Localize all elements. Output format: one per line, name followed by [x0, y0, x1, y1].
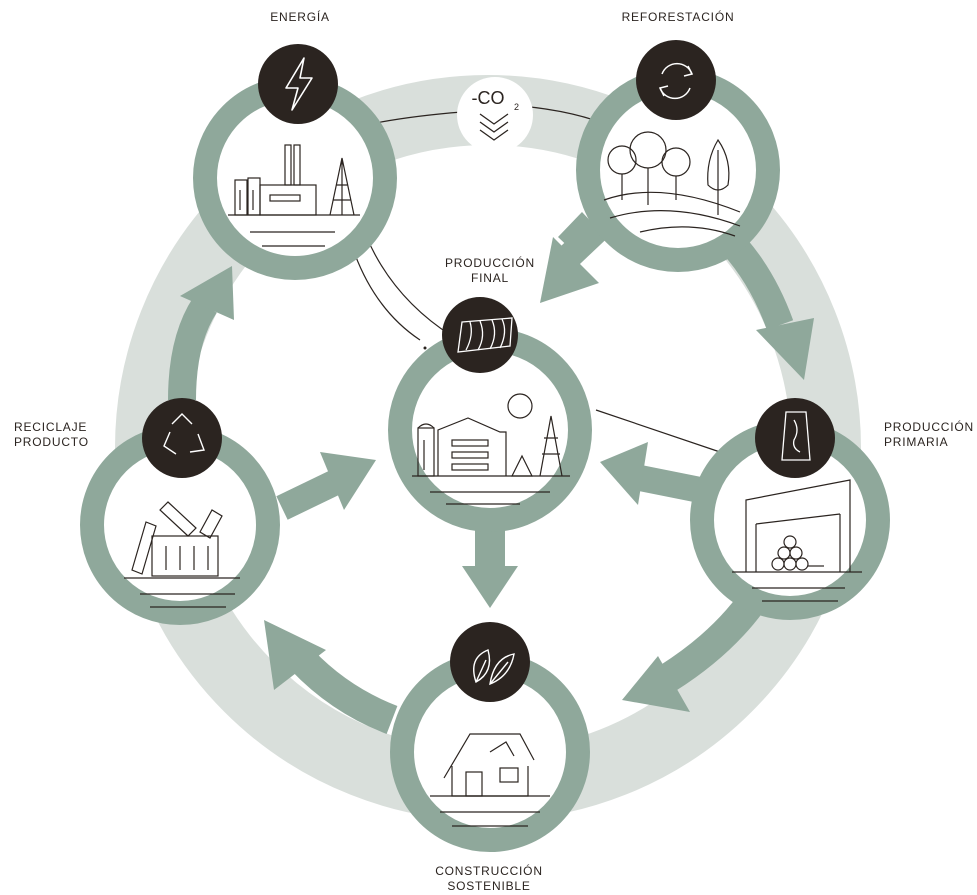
- label-reciclaje-producto-line2: PRODUCTO: [14, 435, 89, 449]
- node-energia: [193, 44, 397, 280]
- node-construccion-sostenible: [390, 622, 590, 852]
- label-produccion-primaria: PRODUCCIÓN PRIMARIA: [884, 420, 976, 450]
- recycling-bin-illustration: [124, 501, 240, 608]
- flow-arrows: [168, 212, 814, 734]
- label-reciclaje-producto-line1: RECICLAJE: [14, 420, 88, 434]
- recycle-arrows-icon: [658, 62, 694, 100]
- co2-badge: -CO 2: [457, 77, 533, 153]
- node-reciclaje-producto: [80, 398, 280, 625]
- arrow-construccion-to-reciclaje: [264, 620, 398, 734]
- power-plant-illustration: [228, 144, 360, 247]
- factory-illustration: [412, 393, 570, 505]
- node-produccion-primaria: [690, 398, 890, 620]
- label-produccion-primaria-line2: PRIMARIA: [884, 435, 949, 449]
- arrow-reforestacion-to-produccion-final: [540, 212, 607, 303]
- label-construccion-sostenible-line2: SOSTENIBLE: [447, 879, 531, 893]
- leaves-icon: [473, 649, 515, 686]
- lightning-bolt-icon: [285, 57, 313, 111]
- node-reforestacion: [576, 40, 780, 272]
- label-construccion-sostenible-line1: CONSTRUCCIÓN: [435, 864, 543, 878]
- label-produccion-final-line2: FINAL: [470, 271, 509, 285]
- down-chevrons-icon: [479, 113, 509, 141]
- label-reciclaje-producto: RECICLAJE PRODUCTO: [14, 420, 124, 450]
- house-illustration: [430, 733, 550, 827]
- recycle-triangle-icon: [163, 413, 205, 455]
- arrow-reciclaje-to-energia: [168, 266, 234, 401]
- label-reforestacion-text: REFORESTACIÓN: [621, 10, 735, 24]
- label-construccion-sostenible: CONSTRUCCIÓN SOSTENIBLE: [414, 864, 564, 894]
- label-reforestacion: REFORESTACIÓN: [598, 10, 758, 25]
- label-energia-text: ENERGÍA: [270, 10, 330, 24]
- forest-illustration: [603, 131, 741, 237]
- label-produccion-primaria-line1: PRODUCCIÓN: [884, 420, 975, 434]
- wood-plank-icon: [781, 411, 811, 461]
- node-produccion-final: [388, 297, 592, 532]
- co2-subscript: 2: [514, 102, 519, 112]
- warehouse-logs-illustration: [732, 479, 862, 602]
- arrow-reciclaje-to-final: [276, 452, 376, 520]
- arrow-primaria-to-final: [600, 442, 703, 505]
- label-produccion-final-line1: PRODUCCIÓN: [444, 256, 535, 270]
- wood-panel-icon: [457, 317, 513, 353]
- co2-text: -CO: [472, 88, 505, 108]
- label-produccion-final: PRODUCCIÓN FINAL: [420, 256, 560, 286]
- label-energia: ENERGÍA: [240, 10, 360, 25]
